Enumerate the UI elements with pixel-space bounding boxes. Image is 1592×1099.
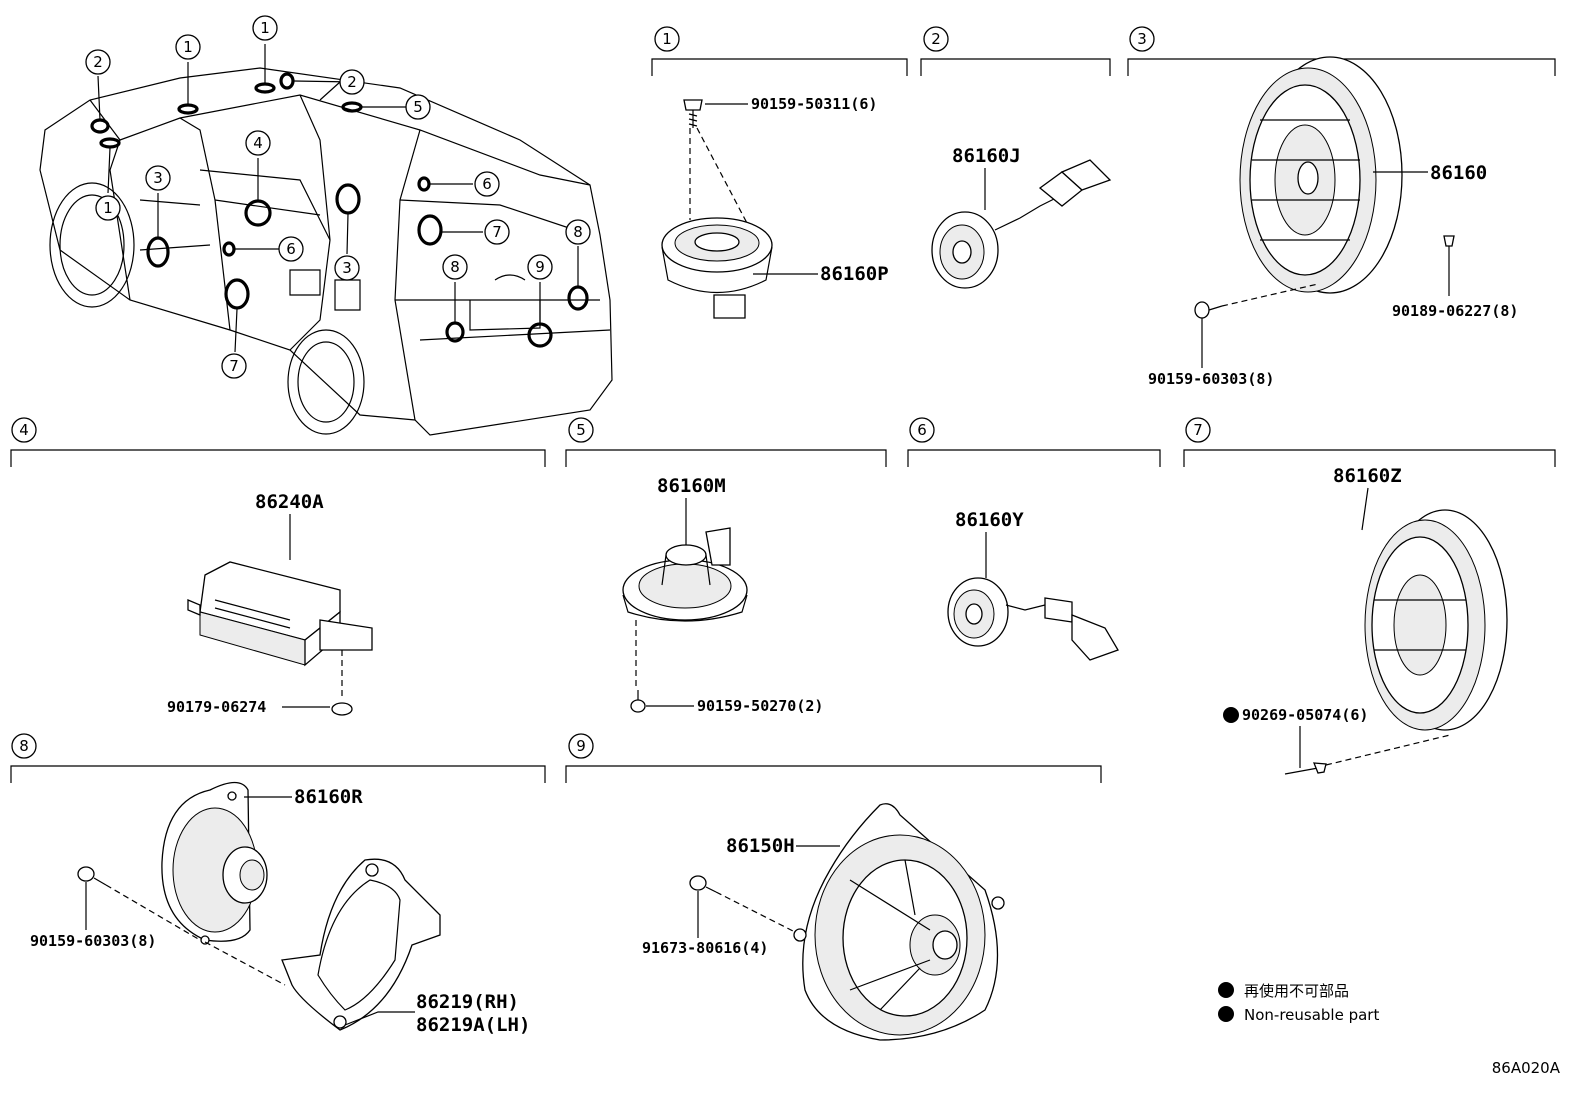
callout-number: 3 xyxy=(153,169,163,187)
legend-label-english: Non-reusable part xyxy=(1244,1006,1379,1024)
section-3: 3 86160 90189-06227(8) 90159-60303(8) xyxy=(1127,26,1556,388)
callout-number: 2 xyxy=(347,73,357,91)
part-number: 86240A xyxy=(255,491,324,513)
midrange-speaker-illustration xyxy=(622,527,748,622)
vehicle-callout-8b: 8 xyxy=(565,219,591,245)
legend-label-japanese: 再使用不可部品 xyxy=(1244,982,1349,1000)
callout-number: 8 xyxy=(573,223,583,241)
part-number: 86160R xyxy=(294,786,363,808)
vehicle-callout-7a: 7 xyxy=(484,219,510,245)
legend: 再使用不可部品 Non-reusable part xyxy=(1218,982,1379,1024)
section-marker: 2 xyxy=(931,30,941,48)
section-6: 6 86160Y xyxy=(907,417,1161,661)
callout-number: 6 xyxy=(286,240,296,258)
callout-number: 1 xyxy=(183,38,193,56)
part-number: 86160M xyxy=(657,475,726,497)
section-marker: 4 xyxy=(19,421,29,439)
section-marker: 7 xyxy=(1193,421,1203,439)
screw-icon xyxy=(683,99,703,128)
non-reusable-dot-icon xyxy=(1218,982,1234,998)
part-number: 90159-60303(8) xyxy=(30,932,156,950)
part-number: 90159-60303(8) xyxy=(1148,370,1274,388)
callout-number: 6 xyxy=(482,175,492,193)
section-marker: 6 xyxy=(917,421,927,439)
callout-number: 1 xyxy=(260,19,270,37)
vehicle-callout-2b: 2 xyxy=(339,69,365,95)
screw-icon xyxy=(630,690,646,713)
part-number: 90159-50270(2) xyxy=(697,697,823,715)
section-marker: 8 xyxy=(19,737,29,755)
vehicle-callout-1b: 1 xyxy=(175,34,201,60)
part-number: 86160Y xyxy=(955,509,1024,531)
bolt-icon xyxy=(1194,301,1223,319)
section-marker: 9 xyxy=(576,737,586,755)
section-9: 9 86150H 91673-80616(4) xyxy=(565,733,1102,1041)
door-speaker-illustration xyxy=(161,781,268,945)
part-number: 86219(RH) xyxy=(416,991,519,1013)
speaker-with-harness-illustration xyxy=(931,159,1112,289)
subwoofer-speaker-illustration xyxy=(793,803,1005,1041)
speaker-bracket-illustration xyxy=(281,858,441,1031)
section-1: 1 90159-50311(6) 86160P xyxy=(651,26,908,319)
part-number: 86160P xyxy=(820,263,889,285)
tweeter-speaker-illustration xyxy=(661,217,773,319)
section-marker: 3 xyxy=(1137,30,1147,48)
part-number: 86160J xyxy=(952,145,1021,167)
screw-icon xyxy=(689,875,717,893)
vehicle-overview-illustration xyxy=(39,44,613,436)
part-number: 90179-06274 xyxy=(167,698,266,716)
part-number: 90159-50311(6) xyxy=(751,95,877,113)
vehicle-callout-1c: 1 xyxy=(95,195,121,221)
callout-number: 9 xyxy=(535,258,545,276)
vehicle-callout-1a: 1 xyxy=(252,15,278,41)
vehicle-callout-4: 4 xyxy=(245,130,271,156)
callout-number: 3 xyxy=(342,259,352,277)
part-number: 90189-06227(8) xyxy=(1392,302,1518,320)
woofer-speaker-illustration xyxy=(1239,56,1403,294)
vehicle-callout-8a: 8 xyxy=(442,254,468,280)
callout-number: 8 xyxy=(450,258,460,276)
callout-number: 4 xyxy=(253,134,263,152)
callout-number: 1 xyxy=(103,199,113,217)
vehicle-callout-9: 9 xyxy=(527,254,553,280)
vehicle-callout-3a: 3 xyxy=(145,165,171,191)
section-7: 7 86160Z 90269-05074(6) xyxy=(1183,417,1556,775)
vehicle-callout-6b: 6 xyxy=(278,236,304,262)
vehicle-callout-7b: 7 xyxy=(221,353,247,379)
section-8: 8 86160R 90159-60303(8) 86219(RH) 86219A xyxy=(10,733,546,1036)
section-2: 2 86160J xyxy=(920,26,1112,289)
section-4: 4 86240A 90179-06274 xyxy=(10,417,546,716)
part-number: 86150H xyxy=(726,835,795,857)
callout-number: 5 xyxy=(413,98,423,116)
section-5: 5 86160M 90159-50270(2) xyxy=(565,417,887,715)
part-number: 91673-80616(4) xyxy=(642,939,768,957)
nut-icon xyxy=(331,702,353,716)
callout-number: 7 xyxy=(229,357,239,375)
amplifier-unit-illustration xyxy=(187,561,373,667)
clip-icon xyxy=(1443,235,1455,296)
part-number: 86160Z xyxy=(1333,465,1402,487)
screw-icon xyxy=(77,866,107,886)
section-marker: 5 xyxy=(576,421,586,439)
non-reusable-dot-icon xyxy=(1218,1006,1234,1022)
part-number: 86160 xyxy=(1430,162,1487,184)
bolt-icon xyxy=(1284,762,1327,775)
section-marker: 1 xyxy=(662,30,672,48)
vehicle-callout-6a: 6 xyxy=(474,171,500,197)
part-number: 90269-05074(6) xyxy=(1242,706,1368,724)
part-number: 86219A(LH) xyxy=(416,1014,530,1036)
vehicle-callout-2a: 2 xyxy=(85,49,111,75)
vehicle-callout-3b: 3 xyxy=(334,255,360,281)
diagram-code: 86A020A xyxy=(1492,1059,1561,1077)
non-reusable-dot-icon xyxy=(1223,707,1239,723)
woofer-speaker-illustration xyxy=(1364,509,1508,731)
speaker-with-harness-illustration xyxy=(947,577,1119,661)
vehicle-callouts: 1 1 1 2 2 3 3 4 5 6 6 7 7 8 8 9 xyxy=(85,15,591,379)
callout-number: 2 xyxy=(93,53,103,71)
vehicle-callout-5: 5 xyxy=(405,94,431,120)
callout-number: 7 xyxy=(492,223,502,241)
